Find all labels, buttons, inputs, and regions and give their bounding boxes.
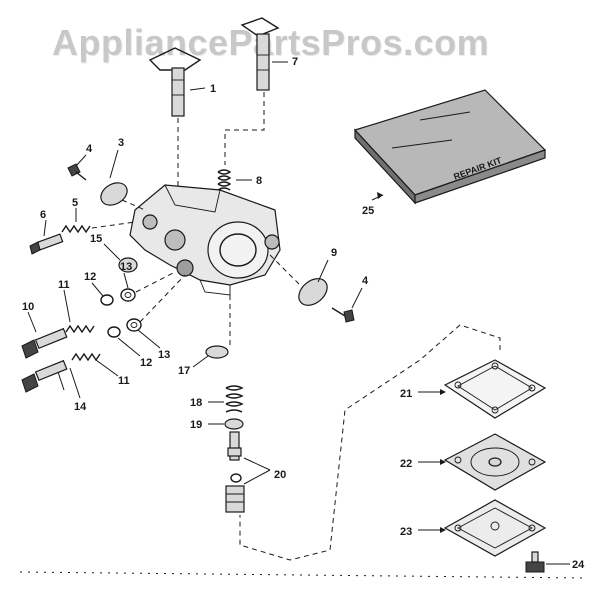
gasket-21 — [443, 359, 547, 419]
callout-24: 24 — [572, 559, 585, 571]
choke-shaft — [240, 17, 280, 91]
callout-8: 8 — [256, 175, 262, 187]
idle-screw-spring — [61, 224, 91, 234]
choke-plate — [100, 182, 128, 206]
callout-22: 22 — [400, 458, 412, 470]
callout-21: 21 — [400, 388, 412, 400]
callout-13-lower: 13 — [158, 349, 170, 361]
callout-13-upper: 13 — [120, 261, 132, 273]
choke-spring — [217, 169, 232, 191]
callout-1: 1 — [210, 83, 216, 95]
callout-15: 15 — [90, 233, 102, 245]
callout-12-upper: 12 — [84, 271, 96, 283]
callout-10: 10 — [22, 301, 34, 313]
welch-plug — [118, 257, 138, 273]
screw-4-upper — [67, 163, 87, 181]
screw-4-lower — [331, 307, 355, 323]
callout-6: 6 — [40, 209, 46, 221]
cover-screw-24 — [525, 551, 545, 573]
callout-5: 5 — [72, 197, 78, 209]
callout-12-lower: 12 — [140, 357, 152, 369]
washer-lower — [126, 318, 142, 332]
throttle-shaft — [148, 47, 202, 117]
callout-23: 23 — [400, 526, 412, 538]
main-spring — [225, 385, 244, 413]
callout-7: 7 — [292, 56, 298, 68]
washer-upper — [120, 288, 136, 302]
diaphragm-cover-23 — [443, 499, 547, 557]
main-nozzle — [227, 431, 242, 461]
diaphragm-22 — [443, 433, 547, 491]
callout-11-upper: 11 — [58, 279, 70, 291]
high-speed-needle — [21, 324, 95, 359]
callout-4-lower: 4 — [362, 275, 369, 287]
watermark-text: AppliancePartsPros.com — [52, 22, 490, 63]
callout-9: 9 — [331, 247, 337, 259]
callout-20: 20 — [274, 469, 286, 481]
repair-kit-box: REPAIR KIT — [353, 89, 547, 205]
callout-18: 18 — [190, 397, 202, 409]
idle-screw — [29, 233, 64, 255]
idle-needle — [21, 352, 101, 393]
nozzle-washer — [224, 418, 244, 430]
o-ring-upper — [100, 294, 114, 306]
callout-19: 19 — [190, 419, 202, 431]
bowl-gasket — [205, 345, 229, 359]
callout-25: 25 — [362, 205, 374, 217]
throttle-plate — [298, 278, 328, 306]
callout-4-upper: 4 — [86, 143, 93, 155]
nozzle-nut — [225, 473, 245, 513]
carburetor-body — [129, 184, 281, 296]
callout-11-lower: 11 — [118, 375, 130, 387]
callout-3: 3 — [118, 137, 124, 149]
callout-17: 17 — [178, 365, 190, 377]
o-ring-lower — [107, 326, 121, 338]
callout-14: 14 — [74, 401, 87, 413]
